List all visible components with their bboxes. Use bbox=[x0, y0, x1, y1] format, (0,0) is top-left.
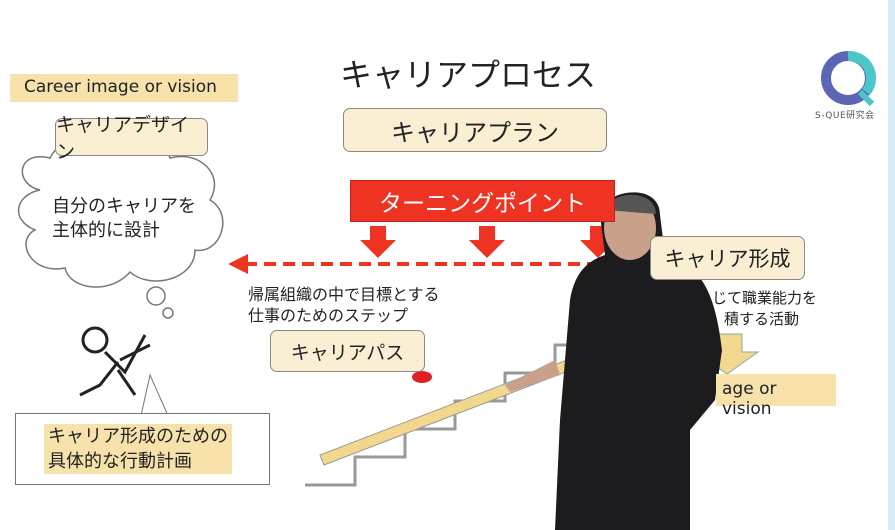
career-path-description: 帰属組織の中で目標とする 仕事のためのステップ bbox=[248, 284, 440, 326]
description-line: 帰属組織の中で目標とする bbox=[248, 285, 440, 304]
career-plan-box: キャリアプラン bbox=[343, 108, 607, 152]
description-line: 積する活動 bbox=[724, 310, 800, 328]
timeline-arrowhead bbox=[228, 254, 248, 274]
career-image-top-label: Career image or vision bbox=[10, 74, 238, 102]
cloud-text-line: 自分のキャリアを bbox=[52, 196, 196, 217]
logo-text: S-QUE研究会 bbox=[815, 111, 875, 121]
action-plan-line: 具体的な行動計画 bbox=[48, 451, 192, 472]
formation-description: じて職業能力を 積する活動 bbox=[712, 288, 817, 330]
action-plan-callout: キャリア形成のための 具体的な行動計画 bbox=[15, 413, 270, 485]
cloud-text-line: 主体的に設計 bbox=[52, 220, 160, 241]
slide-title: キャリアプロセス bbox=[340, 56, 597, 94]
stick-figure-icon bbox=[79, 326, 151, 397]
logo-icon bbox=[821, 51, 877, 107]
description-line: 仕事のためのステップ bbox=[248, 306, 409, 325]
career-path-box: キャリアパス bbox=[270, 330, 425, 372]
frame-edge bbox=[888, 0, 895, 530]
cloud-text: 自分のキャリアを 主体的に設計 bbox=[52, 195, 196, 243]
career-image-bottom-label: age or vision bbox=[716, 374, 836, 419]
turning-point-box: ターニングポイント bbox=[350, 180, 615, 222]
action-plan-line: キャリア形成のための bbox=[48, 426, 228, 447]
career-formation-box: キャリア形成 bbox=[650, 236, 805, 280]
turning-point-arrows bbox=[360, 226, 616, 258]
career-design-box: キャリアデザイン bbox=[55, 114, 208, 163]
description-line: じて職業能力を bbox=[712, 289, 818, 307]
action-plan-text: キャリア形成のための 具体的な行動計画 bbox=[44, 424, 232, 474]
